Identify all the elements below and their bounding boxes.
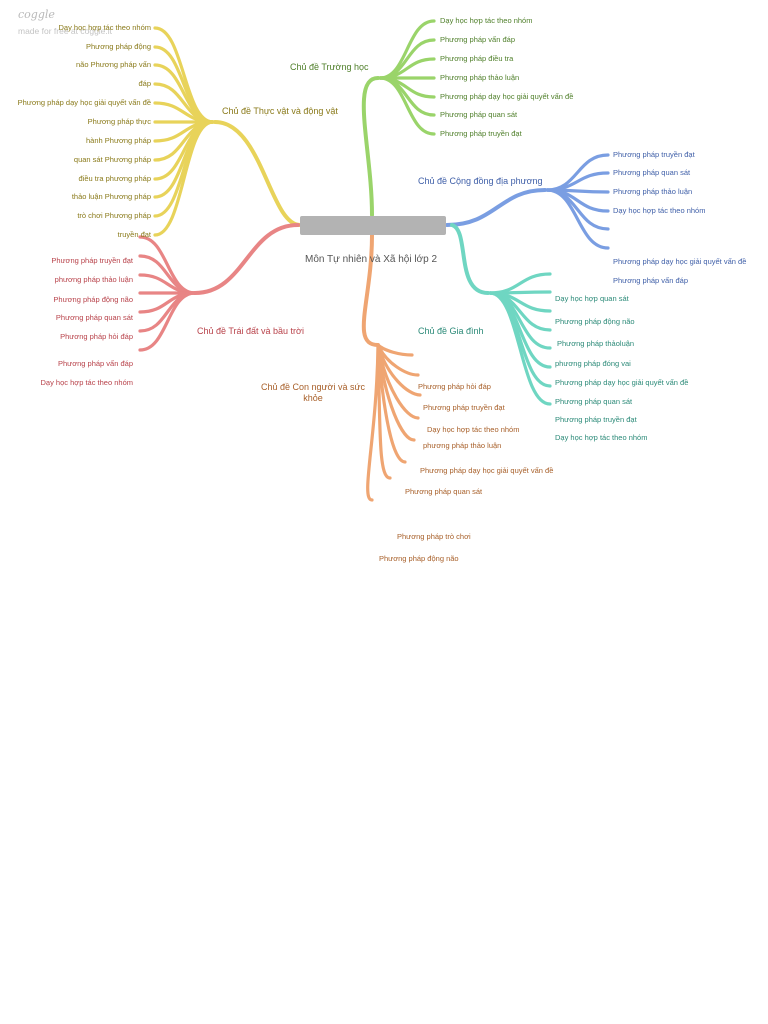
leaf-earth-2[interactable]: phương pháp thảo luận: [54, 275, 133, 284]
leaf-community-5[interactable]: Phương pháp dạy học giải quyết vấn đề: [613, 257, 747, 266]
connector-plants: [213, 120, 302, 227]
leaf-community-3[interactable]: Phương pháp thảo luận: [613, 187, 693, 196]
leaf-school-2[interactable]: Phương pháp vấn đáp: [440, 35, 515, 44]
leaf-earth-7[interactable]: Dạy học hợp tác theo nhóm: [40, 378, 133, 387]
leaf-plants-1[interactable]: Dạy học hợp tác theo nhóm: [58, 23, 151, 32]
leaf-plants-11[interactable]: trò chơi Phương pháp: [77, 211, 151, 220]
coggle-logo: coggle: [18, 8, 55, 21]
leaf-family-2[interactable]: Phương pháp động não: [555, 317, 635, 326]
watermark-text: made for free at coggle.it: [18, 26, 113, 36]
leaf-plants-5[interactable]: Phương pháp dạy học giải quyết vấn đề: [17, 98, 151, 107]
leaf-community-4[interactable]: Dạy học hợp tác theo nhóm: [613, 206, 706, 215]
leaf-plants-8[interactable]: quan sát Phương pháp: [73, 155, 151, 164]
leaf-school-1[interactable]: Dạy học hợp tác theo nhóm: [440, 16, 533, 25]
leaf-family-6[interactable]: Phương pháp quan sát: [555, 397, 633, 406]
leaf-plants-10[interactable]: thảo luận Phương pháp: [71, 192, 151, 201]
leaf-earth-5[interactable]: Phương pháp hỏi đáp: [60, 332, 133, 341]
branch-title-earth[interactable]: Chủ đề Trái đất và bầu trời: [197, 326, 304, 336]
leaf-family-5[interactable]: Phương pháp dạy học giải quyết vấn đề: [555, 378, 689, 387]
center-node[interactable]: [300, 216, 446, 235]
leaf-health-7[interactable]: Phương pháp trò chơi: [397, 532, 471, 541]
leaf-earth-6[interactable]: Phương pháp vấn đáp: [58, 359, 133, 368]
leaf-community-2[interactable]: Phương pháp quan sát: [613, 168, 691, 177]
leaf-plants-9[interactable]: điều tra phương pháp: [78, 174, 152, 183]
connector-family-leaf-7: [488, 291, 552, 388]
leaf-plants-2[interactable]: Phương pháp động: [86, 42, 151, 51]
branch-title-health[interactable]: Chủ đề Con người và sức khỏe: [260, 382, 365, 403]
leaf-health-3[interactable]: Dạy học hợp tác theo nhóm: [427, 425, 520, 434]
branch-title-family[interactable]: Chủ đề Gia đình: [418, 326, 484, 336]
connector-family-leaf-1: [488, 272, 552, 295]
connector-plants-leaf-1: [153, 26, 215, 124]
leaf-family-3[interactable]: Phương pháp thảoluận: [557, 339, 635, 348]
leaf-school-7[interactable]: Phương pháp truyền đạt: [440, 129, 522, 138]
leaf-plants-6[interactable]: Phương pháp thực: [87, 117, 151, 126]
connector-earth: [193, 223, 300, 295]
leaf-earth-1[interactable]: Phương pháp truyền đạt: [51, 256, 133, 265]
connector-community-leaf-6: [545, 188, 610, 250]
leaf-health-2[interactable]: Phương pháp truyền đạt: [423, 403, 505, 412]
leaf-health-6[interactable]: Phương pháp quan sát: [405, 487, 483, 496]
connector-plants-leaf-12: [153, 120, 215, 237]
connector-health-leaf-8: [366, 343, 380, 502]
leaf-community-6[interactable]: Phương pháp vấn đáp: [613, 276, 688, 285]
leaf-plants-3[interactable]: não Phương pháp vấn: [76, 60, 151, 69]
leaf-school-4[interactable]: Phương pháp thảo luận: [440, 73, 520, 82]
leaf-health-4[interactable]: phương pháp thảo luận: [423, 441, 502, 450]
connector-school-leaf-7: [378, 76, 436, 136]
branch-title-plants[interactable]: Chủ đề Thực vật và động vật: [222, 106, 338, 116]
leaf-school-6[interactable]: Phương pháp quan sát: [440, 110, 518, 119]
leaf-family-1[interactable]: Dạy học hợp quan sát: [555, 294, 629, 303]
leaf-health-5[interactable]: Phương pháp dạy học giải quyết vấn đề: [420, 466, 554, 475]
leaf-health-8[interactable]: Phương pháp động não: [379, 554, 459, 563]
leaf-health-1[interactable]: Phương pháp hỏi đáp: [418, 382, 491, 391]
connector-plants-leaf-11: [153, 120, 215, 218]
leaf-earth-4[interactable]: Phương pháp quan sát: [55, 313, 133, 322]
connector-family: [450, 223, 490, 295]
connector-earth-leaf-7: [138, 291, 197, 352]
leaf-family-8[interactable]: Dạy học hợp tác theo nhóm: [555, 433, 648, 442]
leaf-school-5[interactable]: Phương pháp dạy học giải quyết vấn đề: [440, 92, 574, 101]
branch-title-school[interactable]: Chủ đề Trường học: [290, 62, 369, 72]
leaf-earth-3[interactable]: Phương pháp động não: [53, 295, 133, 304]
branch-title-community[interactable]: Chủ đề Cộng đồng địa phương: [418, 176, 543, 186]
connector-school: [361, 76, 380, 217]
connector-family-leaf-8: [488, 291, 552, 406]
leaf-family-7[interactable]: Phương pháp truyền đạt: [555, 415, 637, 424]
leaf-plants-4[interactable]: đáp: [138, 79, 151, 88]
leaf-school-3[interactable]: Phương pháp điều tra: [440, 54, 514, 63]
center-topic-label[interactable]: Môn Tự nhiên và Xã hội lớp 2: [304, 254, 438, 265]
leaf-plants-12[interactable]: truyền đạt: [117, 230, 151, 239]
leaf-family-4[interactable]: phương pháp đóng vai: [555, 359, 631, 368]
connector-community: [445, 188, 547, 227]
leaf-community-1[interactable]: Phương pháp truyền đạt: [613, 150, 695, 159]
connector-health: [361, 233, 380, 347]
leaf-plants-7[interactable]: hành Phương pháp: [86, 136, 151, 145]
